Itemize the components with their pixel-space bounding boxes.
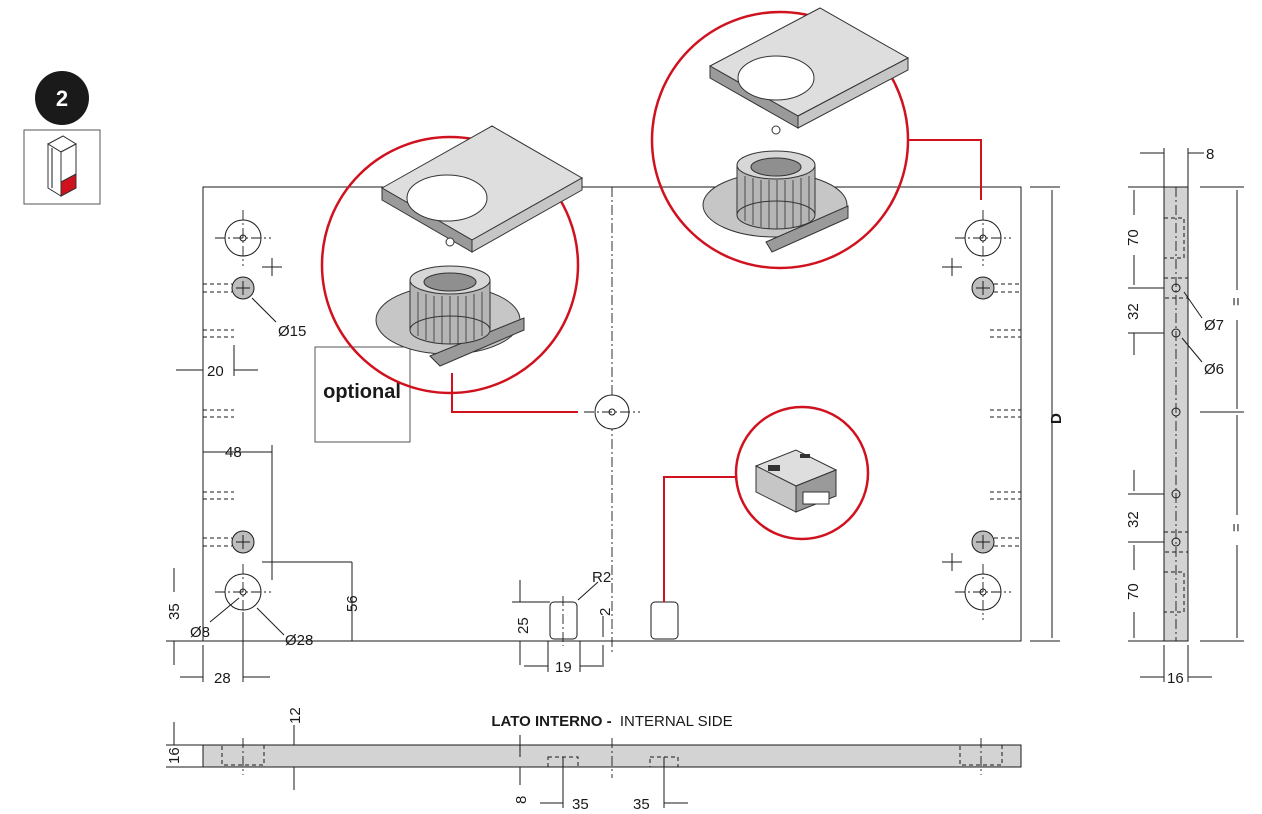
right-hole-bottom — [955, 564, 1011, 620]
section-title-bold: LATO INTERNO - — [491, 713, 611, 730]
dim-28: 28 — [214, 670, 231, 687]
cabinet-icon — [23, 129, 101, 205]
bottom-dim-35b: 35 — [633, 796, 650, 813]
dim-25: 25 — [515, 617, 532, 634]
bottom-view: LATO INTERNO - INTERNAL SIDE 12 16 8 35 … — [166, 707, 1022, 813]
dim-20: 20 — [207, 363, 224, 380]
left-hole-bottom — [215, 564, 271, 620]
dim-35: 35 — [166, 603, 183, 620]
section-title: LATO INTERNO - INTERNAL SIDE — [491, 713, 732, 730]
side-view: 8 70 32 Ø7 Ø6 = = 32 70 16 — [1125, 146, 1245, 687]
side-dim-32b: 32 — [1125, 511, 1142, 528]
callout-small — [663, 405, 870, 602]
right-hole-top — [942, 210, 1011, 276]
section-title-normal: INTERNAL SIDE — [620, 713, 733, 730]
dim-56: 56 — [344, 595, 361, 612]
dim-2: 2 — [597, 608, 614, 616]
bottom-dim-12: 12 — [287, 707, 304, 724]
dim-d8: Ø8 — [190, 624, 210, 641]
side-dim-70a: 70 — [1125, 229, 1142, 246]
center-hole — [584, 394, 640, 430]
callout-right — [650, 7, 982, 270]
callout-left — [320, 125, 584, 413]
dim-48: 48 — [225, 444, 242, 461]
step-number: 2 — [56, 86, 68, 111]
side-dim-eq-b: = — [1228, 523, 1245, 532]
dim-d15: Ø15 — [278, 323, 306, 340]
right-dowels — [990, 329, 1021, 500]
bottom-dim-8: 8 — [513, 796, 530, 804]
side-dim-8: 8 — [1206, 146, 1214, 163]
side-dim-70b: 70 — [1125, 583, 1142, 600]
dim-19: 19 — [555, 659, 572, 676]
front-dimensions: Ø15 20 48 35 56 Ø8 Ø28 28 R2 — [166, 186, 1065, 687]
dim-D: D — [1048, 413, 1065, 424]
bottom-dim-16: 16 — [166, 747, 183, 764]
slot-left — [549, 596, 578, 646]
left-screw-top — [203, 276, 255, 300]
side-dim-16: 16 — [1167, 670, 1184, 687]
left-hole-top — [215, 210, 282, 276]
right-screw-top — [971, 276, 1021, 300]
optional-label: optional — [323, 381, 401, 403]
left-dowels — [203, 329, 234, 500]
step-badge: 2 — [35, 71, 89, 125]
side-dim-d6: Ø6 — [1204, 361, 1224, 378]
side-dim-d7: Ø7 — [1204, 317, 1224, 334]
right-screw-bottom — [942, 530, 1021, 571]
side-dim-32a: 32 — [1125, 303, 1142, 320]
bottom-dim-35a: 35 — [572, 796, 589, 813]
slot-right — [650, 601, 679, 640]
dim-r2: R2 — [592, 569, 611, 586]
optional-callout: optional — [314, 346, 411, 443]
side-dim-eq-a: = — [1228, 297, 1245, 306]
left-screw-bottom — [203, 530, 282, 571]
